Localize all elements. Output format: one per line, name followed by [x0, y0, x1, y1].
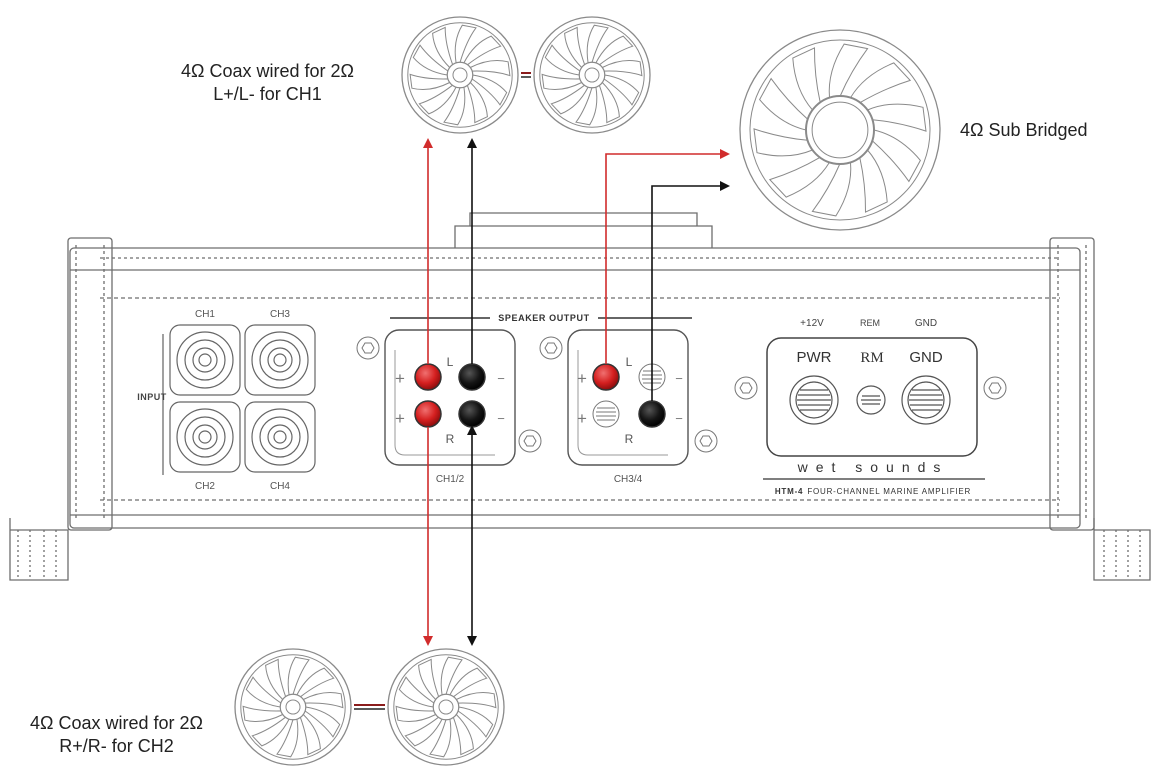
ch1-positive-terminal [414, 363, 442, 391]
input-ch2-label: CH2 [195, 481, 215, 492]
ch1-callout-line2: L+/L- for CH1 [213, 84, 322, 104]
screw-icon [518, 429, 542, 453]
input-section: INPUT CH1 CH3 CH2 CH4 [137, 309, 316, 492]
ch3-positive-terminal [592, 363, 620, 391]
gnd-terminal [901, 375, 951, 425]
power-label-rem: REM [860, 318, 880, 328]
ch12-plus-bottom: + [395, 409, 405, 428]
screw-icon [694, 429, 718, 453]
model-name: HTM-4 [775, 487, 803, 496]
screw-icon [539, 336, 563, 360]
speaker-output-label: SPEAKER OUTPUT [498, 313, 589, 323]
ch1-speaker-callout: 4Ω Coax wired for 2Ω L+/L- for CH1 [160, 60, 375, 106]
ch12-right-mark: R [446, 432, 455, 446]
mounting-screws [356, 336, 1007, 453]
amplifier-body [9, 212, 1151, 581]
ch1-negative-terminal [458, 363, 486, 391]
ch12-plus-top: + [395, 369, 405, 388]
input-label: INPUT [137, 392, 167, 402]
input-ch4-label: CH4 [270, 481, 290, 492]
ch2-speaker-callout: 4Ω Coax wired for 2Ω R+/R- for CH2 [4, 712, 229, 758]
rm-terminal-label: RM [860, 350, 883, 366]
speaker-ch1-b [533, 16, 651, 134]
power-label-12v: +12V [800, 318, 824, 329]
speaker-ch2-a [234, 648, 352, 766]
ch4-positive-terminal-unused [592, 400, 620, 428]
speaker-ch1-a [401, 16, 519, 134]
ch12-minus-top: − [497, 371, 505, 386]
ch12-left-mark: L [447, 355, 454, 369]
terminal-block-ch12: + + − − L R CH1/2 [384, 329, 516, 485]
ch34-minus-top: − [675, 371, 683, 386]
screw-icon [734, 376, 758, 400]
gnd-terminal-label: GND [909, 349, 943, 366]
speaker-ch2-b [387, 648, 505, 766]
ch2-callout-line2: R+/R- for CH2 [59, 736, 174, 756]
pwr-terminal [789, 375, 839, 425]
ch34-left-mark: L [626, 355, 633, 369]
rca-jack-ch3 [244, 324, 316, 396]
power-label-gnd: GND [915, 318, 937, 329]
ch34-label: CH3/4 [614, 474, 643, 485]
terminal-block-ch34: + + − − L R CH3/4 [567, 329, 689, 485]
screw-icon [356, 336, 380, 360]
ch1-callout-line1: 4Ω Coax wired for 2Ω [181, 61, 354, 81]
rm-terminal [856, 385, 886, 415]
ch34-plus-bottom: + [577, 409, 587, 428]
model-label: HTM-4 FOUR-CHANNEL MARINE AMPLIFIER [775, 487, 971, 496]
subwoofer [739, 29, 941, 231]
input-ch3-label: CH3 [270, 309, 290, 320]
ch34-minus-bottom: − [675, 411, 683, 426]
ch2-callout-line1: 4Ω Coax wired for 2Ω [30, 713, 203, 733]
power-section: +12V REM GND PWR RM GND wet sounds HTM-4… [763, 318, 985, 496]
sub-callout: 4Ω Sub Bridged [960, 120, 1088, 140]
brand-label: wet sounds [797, 459, 949, 475]
rca-jack-ch2 [169, 401, 241, 473]
ch12-label: CH1/2 [436, 474, 465, 485]
model-description: FOUR-CHANNEL MARINE AMPLIFIER [807, 487, 971, 496]
wire-sub-positive [605, 149, 730, 364]
ch2-negative-terminal [458, 400, 486, 428]
rca-jack-ch4 [244, 401, 316, 473]
input-ch1-label: CH1 [195, 309, 215, 320]
ch2-positive-terminal [414, 400, 442, 428]
ch34-right-mark: R [625, 432, 634, 446]
speaker-output-header: SPEAKER OUTPUT [390, 313, 692, 323]
wires [423, 138, 730, 646]
ch4-negative-terminal [638, 400, 666, 428]
rca-jack-ch1 [169, 324, 241, 396]
pwr-terminal-label: PWR [797, 349, 832, 366]
screw-icon [983, 376, 1007, 400]
wire-sub-negative [651, 181, 730, 401]
ch34-plus-top: + [577, 369, 587, 388]
ch12-minus-bottom: − [497, 411, 505, 426]
